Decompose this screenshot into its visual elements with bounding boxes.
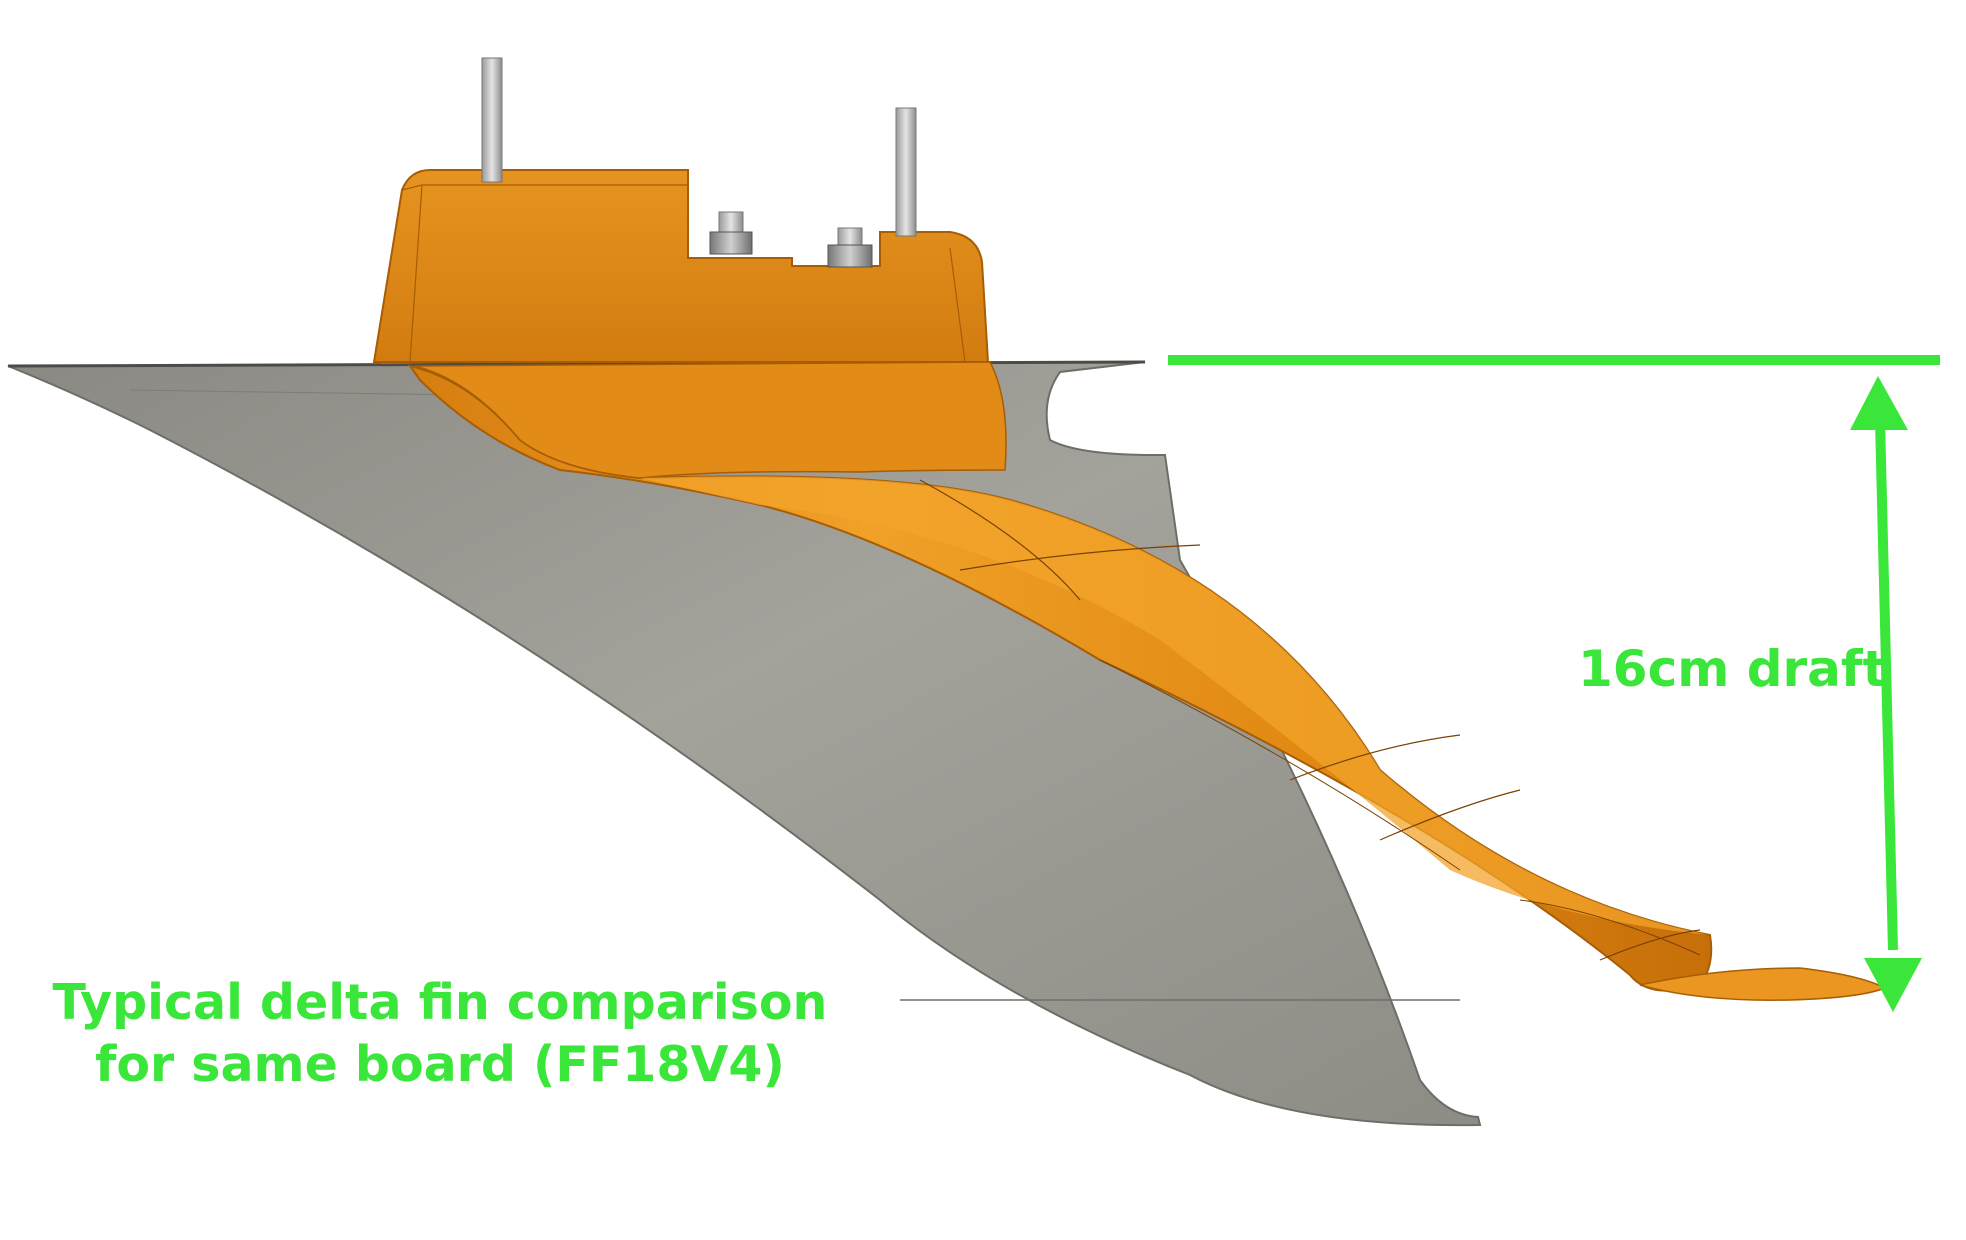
caption-line-1: Typical delta fin comparison [52, 974, 828, 1031]
threaded-rods [481, 57, 917, 237]
bolt-nuts [709, 211, 873, 268]
comparison-caption: Typical delta fin comparison for same bo… [40, 972, 840, 1096]
draft-dimension [1168, 355, 1940, 1012]
draft-label: 16cm draft [1578, 640, 1887, 698]
caption-line-2: for same board (FF18V4) [95, 1036, 785, 1093]
fin-base-box [372, 169, 990, 363]
orange-fin-body [407, 361, 1713, 992]
